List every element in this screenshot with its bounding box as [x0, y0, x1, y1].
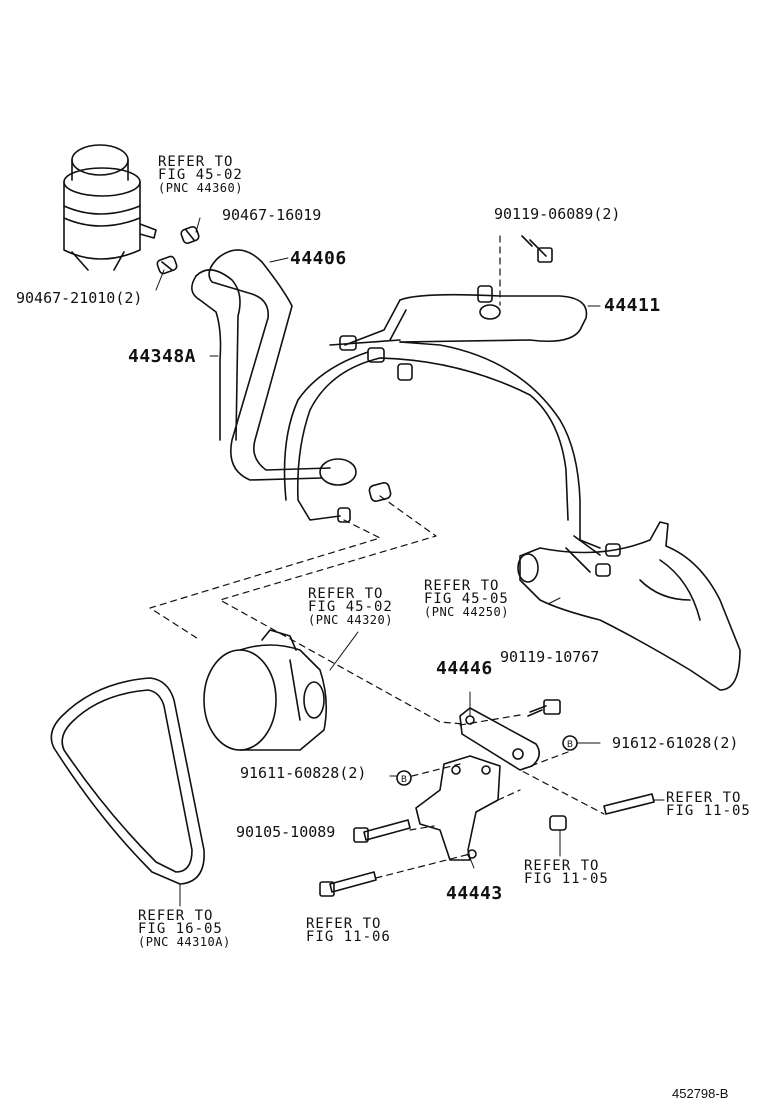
part-label-90105-10089: 90105-10089: [236, 823, 336, 841]
washer-91611-60828[interactable]: B: [396, 770, 412, 786]
part-label-44411: 44411: [604, 295, 661, 316]
refer-pump[interactable]: REFER TO FIG 45-02 (PNC 44320): [308, 586, 393, 627]
bolt-90119-10767[interactable]: [527, 699, 561, 717]
svg-text:B: B: [401, 775, 407, 785]
dashed-routing-lines: [149, 235, 605, 879]
refer-reservoir[interactable]: REFER TO FIG 45-02 (PNC 44360): [158, 154, 243, 195]
refer-bolt[interactable]: REFER TO FIG 11-06: [306, 916, 391, 945]
stud-bolt[interactable]: [603, 793, 655, 815]
union-bolt-90119-06089[interactable]: [521, 235, 553, 263]
nut[interactable]: [549, 815, 567, 831]
power-steering-pump[interactable]: [203, 629, 328, 751]
illustration-id: 452798-B: [672, 1086, 729, 1101]
part-label-90467-21010: 90467-21010(2): [16, 289, 143, 307]
steering-gear[interactable]: [517, 521, 741, 691]
hose-clamp[interactable]: [368, 482, 392, 503]
part-label-44406: 44406: [290, 248, 347, 269]
hose-44406[interactable]: [208, 249, 357, 486]
washer-91612-61028[interactable]: B: [562, 735, 578, 751]
part-label-91611-60828: 91611-60828(2): [240, 764, 367, 782]
part-label-90119-06089: 90119-06089(2): [494, 205, 621, 223]
bolt-long[interactable]: [319, 871, 377, 897]
refer-steering-gear[interactable]: REFER TO FIG 45-05 (PNC 44250): [424, 578, 509, 619]
hose-44348a[interactable]: [191, 269, 241, 441]
refer-nut[interactable]: REFER TO FIG 11-05: [524, 858, 609, 887]
v-belt[interactable]: [50, 677, 205, 885]
refer-stud-bolt[interactable]: REFER TO FIG 11-05: [666, 790, 751, 819]
leader-lines: [155, 217, 665, 907]
reservoir-tank[interactable]: [63, 144, 157, 271]
part-label-44348a: 44348A: [128, 346, 197, 367]
bracket-44446[interactable]: [459, 707, 540, 771]
bolt-90105-10089[interactable]: [353, 819, 411, 843]
bracket-44443[interactable]: [415, 755, 501, 861]
refer-v-belt[interactable]: REFER TO FIG 16-05 (PNC 44310A): [138, 908, 231, 949]
clamp-90467-16019[interactable]: [180, 226, 200, 245]
part-label-44446: 44446: [436, 658, 493, 679]
svg-text:B: B: [567, 740, 573, 750]
part-label-90119-10767: 90119-10767: [500, 648, 600, 666]
pressure-tube-44411[interactable]: [283, 285, 621, 577]
clamp-90467-21010[interactable]: [156, 255, 178, 275]
part-label-90467-16019: 90467-16019: [222, 206, 322, 224]
part-label-91612-61028: 91612-61028(2): [612, 734, 739, 752]
part-label-44443: 44443: [446, 883, 503, 904]
